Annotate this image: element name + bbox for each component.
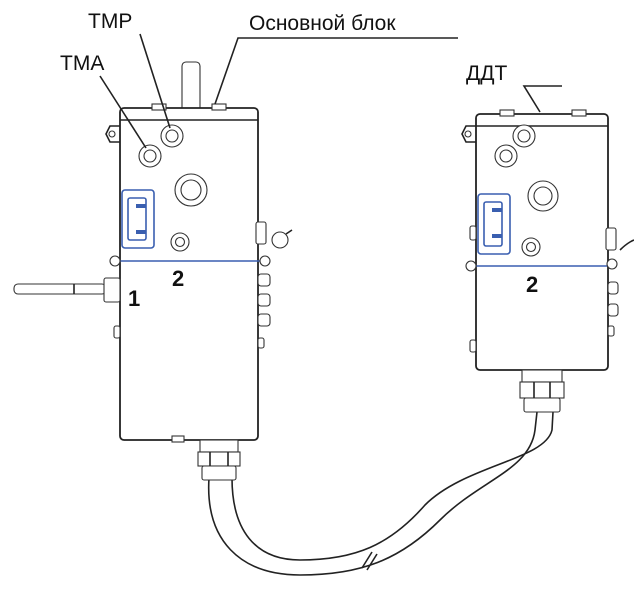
top-pin [181,61,201,115]
main-unit-body [119,107,259,441]
main-bottom-gland [199,439,239,453]
main-side-knob [271,231,289,249]
main-unit [13,61,293,481]
ddt-blue-socket [477,193,511,255]
ddt-unit [461,109,634,413]
label-main-unit: Основной блок [249,12,396,35]
label-point-1: 1 [128,286,140,311]
leader-lines [99,33,562,149]
label-point-2-main: 2 [172,266,184,291]
label-tma: ТМА [60,52,104,75]
label-tmr: ТМР [88,10,132,33]
label-point-2-ddt: 2 [526,272,538,297]
main-blue-socket [121,189,155,249]
left-probe [13,283,107,295]
connecting-cable [207,411,554,576]
label-ddt: ДДТ [466,62,507,85]
ddt-bottom-gland [521,369,563,383]
